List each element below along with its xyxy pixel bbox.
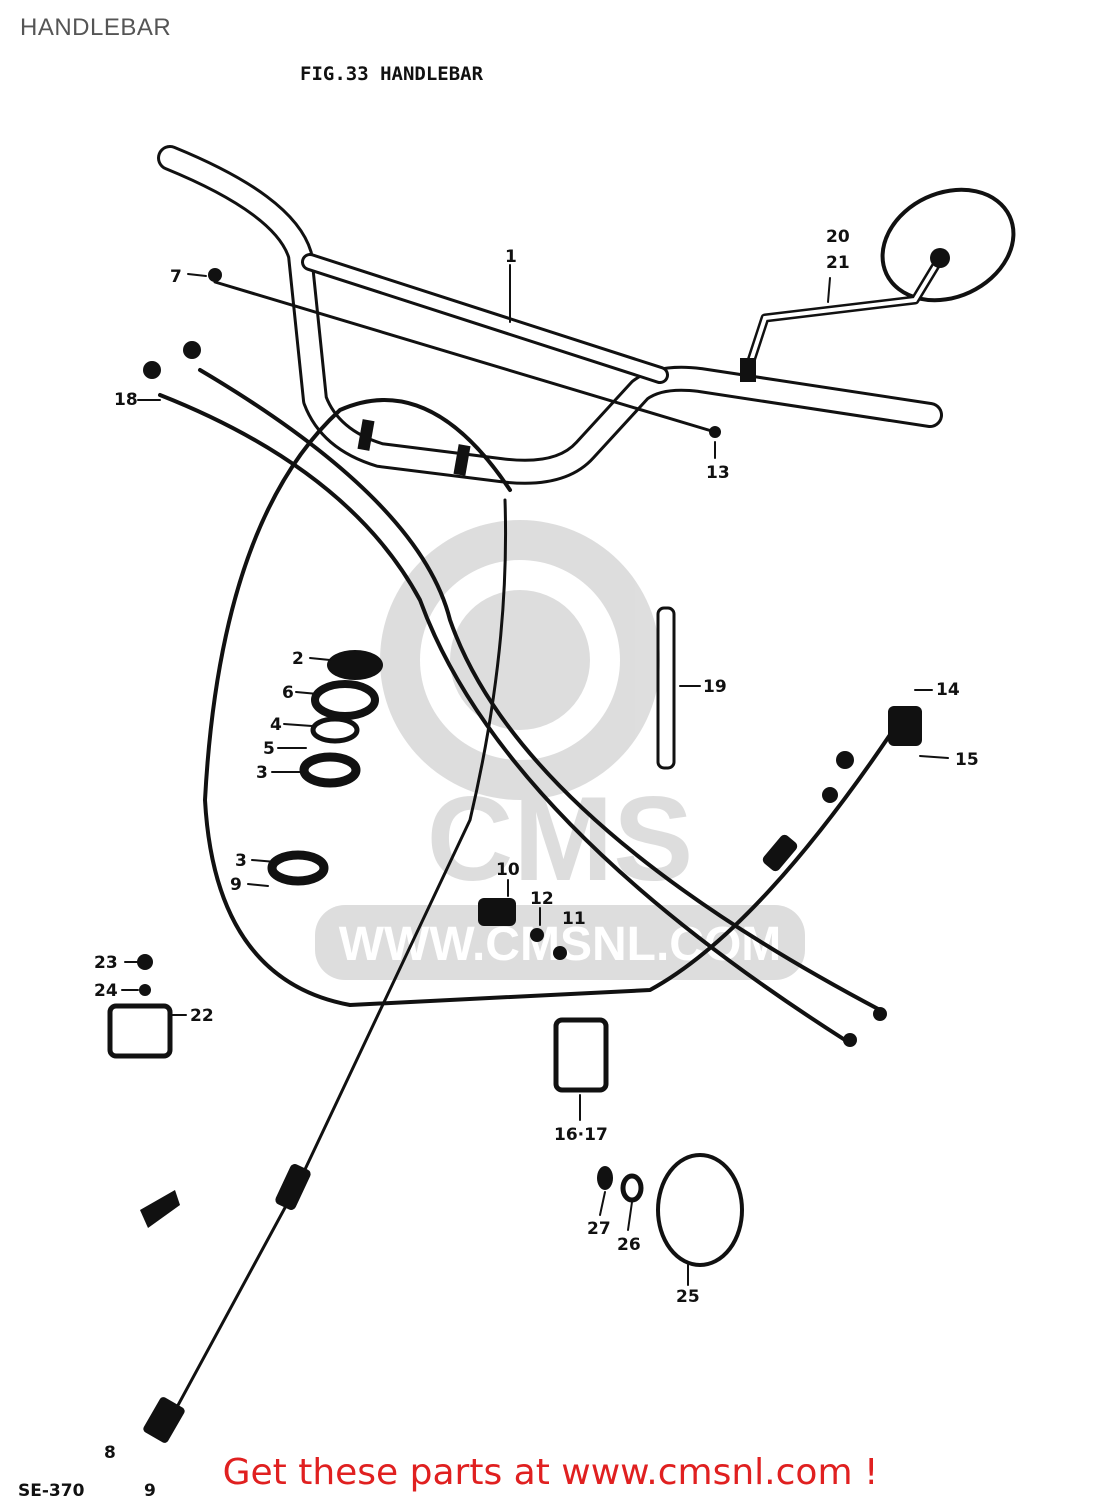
callout-8: 8 — [104, 1443, 116, 1463]
page-title: HANDLEBAR — [20, 14, 172, 41]
callout-9b: 9 — [144, 1481, 156, 1500]
callout-18: 18 — [114, 390, 138, 410]
watermark: CMS WWW.CMSNL.COM — [315, 520, 805, 980]
callout-6: 6 — [282, 683, 294, 703]
callout-23: 23 — [94, 953, 118, 973]
callout-12: 12 — [530, 889, 554, 909]
watermark-logo: CMS — [427, 772, 694, 906]
callout-20: 20 — [826, 227, 850, 247]
callout-16-17: 16·17 — [554, 1125, 608, 1145]
callout-3b: 3 — [235, 851, 247, 871]
callout-14: 14 — [936, 680, 960, 700]
cables — [143, 268, 902, 1443]
callout-11: 11 — [562, 909, 586, 929]
front-arrow-icon — [140, 1190, 180, 1228]
callout-21: 21 — [826, 253, 850, 273]
small-parts — [107, 606, 922, 1267]
callout-9a: 9 — [230, 875, 242, 895]
callout-1: 1 — [505, 247, 517, 267]
callout-26: 26 — [617, 1235, 641, 1255]
callout-10: 10 — [496, 860, 520, 880]
callout-19: 19 — [703, 677, 727, 697]
leader-lines — [121, 264, 949, 1286]
callout-22: 22 — [190, 1006, 214, 1026]
callout-24: 24 — [94, 981, 118, 1001]
callout-15: 15 — [955, 750, 979, 770]
callout-4: 4 — [270, 715, 282, 735]
handlebar — [157, 145, 943, 485]
corner-code: SE-370 — [18, 1481, 85, 1500]
figure-title: FIG.33 HANDLEBAR — [300, 63, 484, 85]
callout-13: 13 — [706, 463, 730, 483]
callout-27: 27 — [587, 1219, 611, 1239]
callout-5: 5 — [263, 739, 275, 759]
callout-labels: 1 20 21 7 18 13 2 6 4 5 3 3 9 19 14 15 1… — [18, 227, 979, 1500]
callout-25: 25 — [676, 1287, 700, 1307]
callout-2: 2 — [292, 649, 304, 669]
cta-link[interactable]: Get these parts at www.cmsnl.com ! — [222, 1452, 879, 1493]
callout-7: 7 — [170, 267, 182, 287]
callout-3a: 3 — [256, 763, 268, 783]
mirror — [740, 187, 1016, 382]
